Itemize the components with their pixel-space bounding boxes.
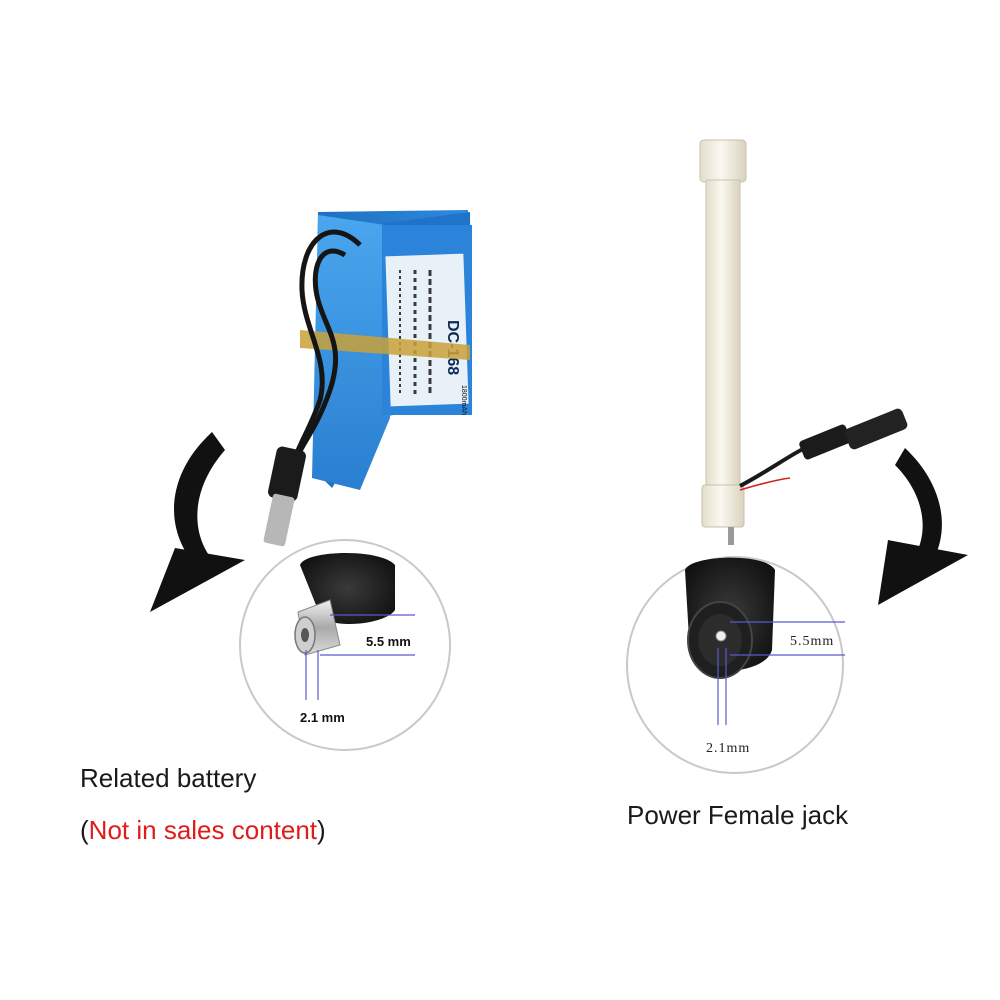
jack-outer-diameter-label: 5.5mm xyxy=(790,634,834,649)
battery-capacity-text: 1800mAh xyxy=(460,385,467,415)
not-in-sales-note: (Not in sales content) xyxy=(80,815,326,846)
tube-body xyxy=(705,179,741,486)
battery-dc-plug xyxy=(263,446,306,547)
note-open-paren: ( xyxy=(80,815,89,845)
battery-label xyxy=(385,253,469,407)
tube-device-image xyxy=(699,139,908,545)
tube-wire xyxy=(739,446,806,488)
left-curved-arrow-icon xyxy=(150,432,245,612)
jack-zoom-circle: 5.5mm 2.1mm xyxy=(626,556,845,774)
right-curved-arrow-icon xyxy=(878,448,968,605)
battery-tape-band xyxy=(300,330,470,360)
battery-caption: Related battery xyxy=(80,763,257,793)
battery-plug-zoom-circle: 5.5 mm 2.1 mm xyxy=(239,539,451,751)
jack-inner-diameter-label: 2.1mm xyxy=(706,741,750,756)
note-text: Not in sales content xyxy=(88,815,318,845)
jack-caption: Power Female jack xyxy=(627,800,849,830)
battery-body xyxy=(312,215,390,490)
battery-cable xyxy=(289,229,362,471)
battery-inner-diameter-label: 2.1 mm xyxy=(300,710,345,725)
tube-top-cap xyxy=(699,139,747,183)
female-jack-connector xyxy=(799,408,908,460)
tube-bottom-cap xyxy=(701,484,745,528)
battery-outer-diameter-label: 5.5 mm xyxy=(366,634,411,649)
note-close-paren: ) xyxy=(317,815,326,845)
battery-image: DC-168 1800mAh xyxy=(263,210,472,547)
